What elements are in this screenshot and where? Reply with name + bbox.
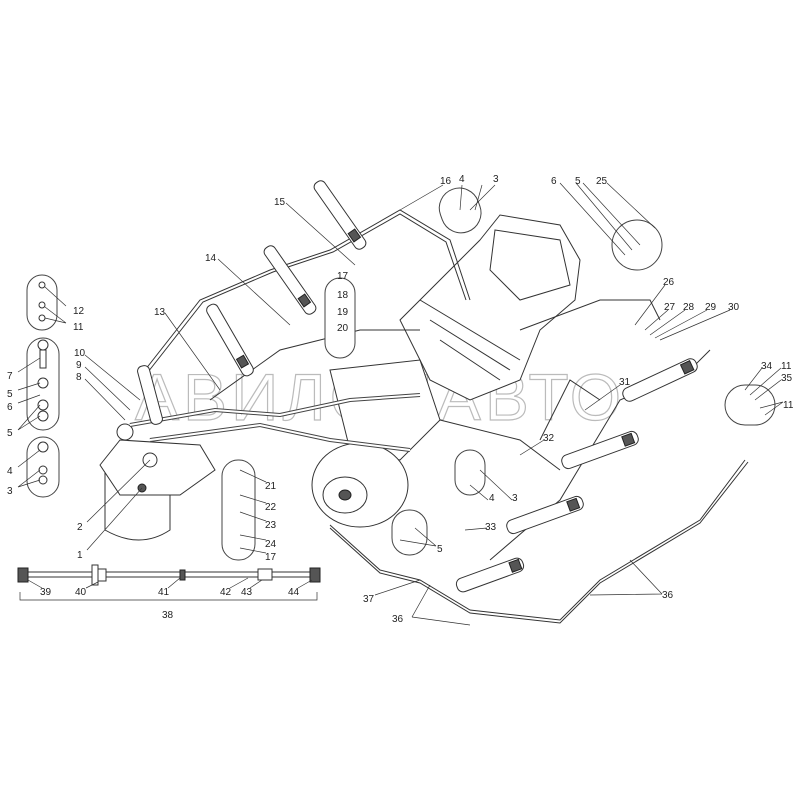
callout-15: 15 (274, 197, 286, 208)
callout-20: 20 (337, 323, 349, 334)
callout-35: 35 (781, 373, 793, 384)
callout-16: 16 (440, 176, 452, 187)
callout-30: 30 (728, 302, 740, 313)
callout-3: 3 (493, 174, 499, 185)
callout-6: 6 (551, 176, 557, 187)
callout-36: 36 (662, 590, 674, 601)
callout-6: 6 (7, 402, 13, 413)
callout-17: 17 (337, 271, 349, 282)
callout-12: 12 (73, 306, 85, 317)
callout-25: 25 (596, 176, 608, 187)
callout-19: 19 (337, 307, 349, 318)
callout-11: 11 (73, 322, 84, 333)
flywheel-housing (311, 442, 409, 528)
callout-18: 18 (337, 290, 349, 301)
callout-3: 3 (7, 486, 13, 497)
callout-24: 24 (265, 539, 277, 550)
callout-44: 44 (288, 587, 300, 598)
callout-3: 3 (512, 493, 518, 504)
callout-31: 31 (619, 377, 631, 388)
callout-5: 5 (7, 428, 13, 439)
callout-7: 7 (7, 371, 13, 382)
callout-2: 2 (77, 522, 83, 533)
fuel-line-assembly-38 (17, 564, 321, 601)
callout-32: 32 (543, 433, 555, 444)
callout-9: 9 (76, 360, 82, 371)
callout-11: 11 (783, 400, 794, 411)
callout-5: 5 (437, 544, 443, 555)
callout-42: 42 (220, 587, 232, 598)
callout-40: 40 (75, 587, 87, 598)
detail-bubbles (26, 187, 776, 561)
callout-10: 10 (74, 348, 86, 359)
callout-4: 4 (459, 174, 465, 185)
callout-labels: 16 4 3 15 14 17 18 19 20 13 12 11 7 5 6 … (7, 174, 794, 625)
callout-43: 43 (241, 587, 253, 598)
callout-1: 1 (77, 550, 83, 561)
callout-36: 36 (392, 614, 404, 625)
callout-8: 8 (76, 372, 82, 383)
leader-lines (17, 182, 784, 626)
callout-38: 38 (162, 610, 174, 621)
callout-39: 39 (40, 587, 52, 598)
callout-5: 5 (575, 176, 581, 187)
callout-33: 33 (485, 522, 497, 533)
callout-23: 23 (265, 520, 277, 531)
callout-29: 29 (705, 302, 717, 313)
callout-27: 27 (664, 302, 676, 313)
callout-13: 13 (154, 307, 166, 318)
callout-22: 22 (265, 502, 277, 513)
callout-14: 14 (205, 253, 217, 264)
callout-4: 4 (489, 493, 495, 504)
callout-28: 28 (683, 302, 695, 313)
callout-21: 21 (265, 481, 277, 492)
callout-26: 26 (663, 277, 675, 288)
injection-pump (329, 214, 581, 461)
callout-37: 37 (363, 594, 375, 605)
callout-34: 34 (761, 361, 773, 372)
callout-5: 5 (7, 389, 13, 400)
callout-41: 41 (158, 587, 170, 598)
injectors (137, 180, 698, 593)
callout-11: 11 (781, 361, 792, 372)
callout-17: 17 (265, 552, 277, 563)
callout-4: 4 (7, 466, 13, 477)
fuel-filter (99, 423, 216, 541)
